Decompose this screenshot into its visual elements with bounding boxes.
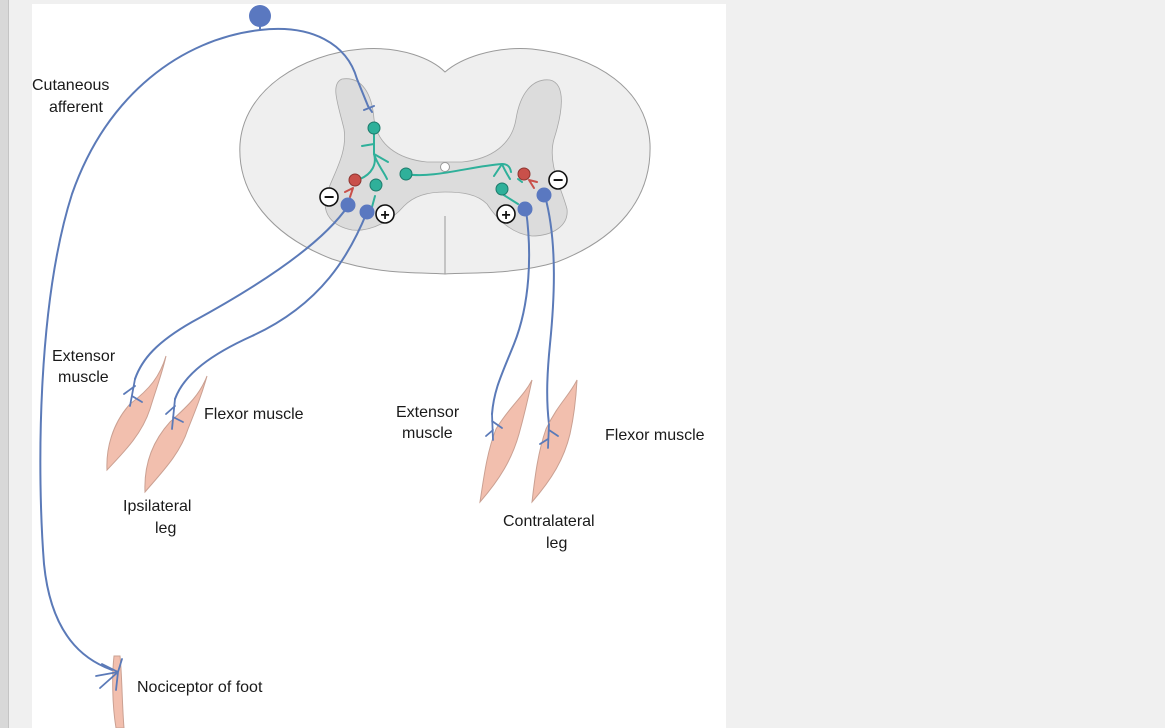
label-cutaneous-afferent-line1: Cutaneous [32, 75, 109, 97]
ipsi-flexor-motor-neuron [360, 205, 375, 220]
label-ipsi-extensor-line2: muscle [58, 367, 109, 389]
window-edge [0, 0, 9, 728]
contra-extensor-muscle [480, 380, 532, 502]
spinal-cord [240, 49, 650, 274]
label-ipsilateral-leg-line2: leg [155, 518, 176, 540]
commissural-interneuron [400, 168, 412, 180]
label-ipsi-flexor: Flexor muscle [204, 404, 304, 426]
ipsi-extensor-motor-neuron [341, 198, 356, 213]
diagram-canvas: − + + − Cutaneous afferent Extensor musc… [32, 4, 726, 728]
ipsi-inhib-interneuron [349, 174, 361, 186]
label-contra-extensor-line1: Extensor [396, 402, 459, 424]
label-nociceptor-of-foot: Nociceptor of foot [137, 677, 262, 699]
contra-plus-sign: + [501, 207, 510, 224]
contra-inhib-interneuron [518, 168, 530, 180]
contra-excit-interneuron [496, 183, 508, 195]
label-ipsilateral-leg-line1: Ipsilateral [123, 496, 191, 518]
contra-flexor-muscle [532, 380, 577, 502]
ipsi-minus-sign: − [324, 187, 335, 207]
label-contralateral-leg-line1: Contralateral [503, 511, 595, 533]
dorsal-interneuron [368, 122, 380, 134]
contra-extensor-motor-neuron [518, 202, 533, 217]
foot-skin-strip [113, 656, 124, 728]
sensory-cell-body [249, 5, 271, 27]
contra-minus-sign: − [553, 170, 564, 190]
label-cutaneous-afferent-line2: afferent [49, 97, 103, 119]
label-contralateral-leg-line2: leg [546, 533, 567, 555]
ipsi-excit-interneuron [370, 179, 382, 191]
label-contra-flexor: Flexor muscle [605, 425, 705, 447]
muscles [107, 356, 577, 728]
reflex-diagram: − + + − [32, 4, 726, 728]
ipsi-plus-sign: + [380, 207, 389, 224]
label-ipsi-extensor-line1: Extensor [52, 346, 115, 368]
contra-flexor-motor-neuron [537, 188, 552, 203]
central-canal [441, 163, 450, 172]
label-contra-extensor-line2: muscle [402, 423, 453, 445]
